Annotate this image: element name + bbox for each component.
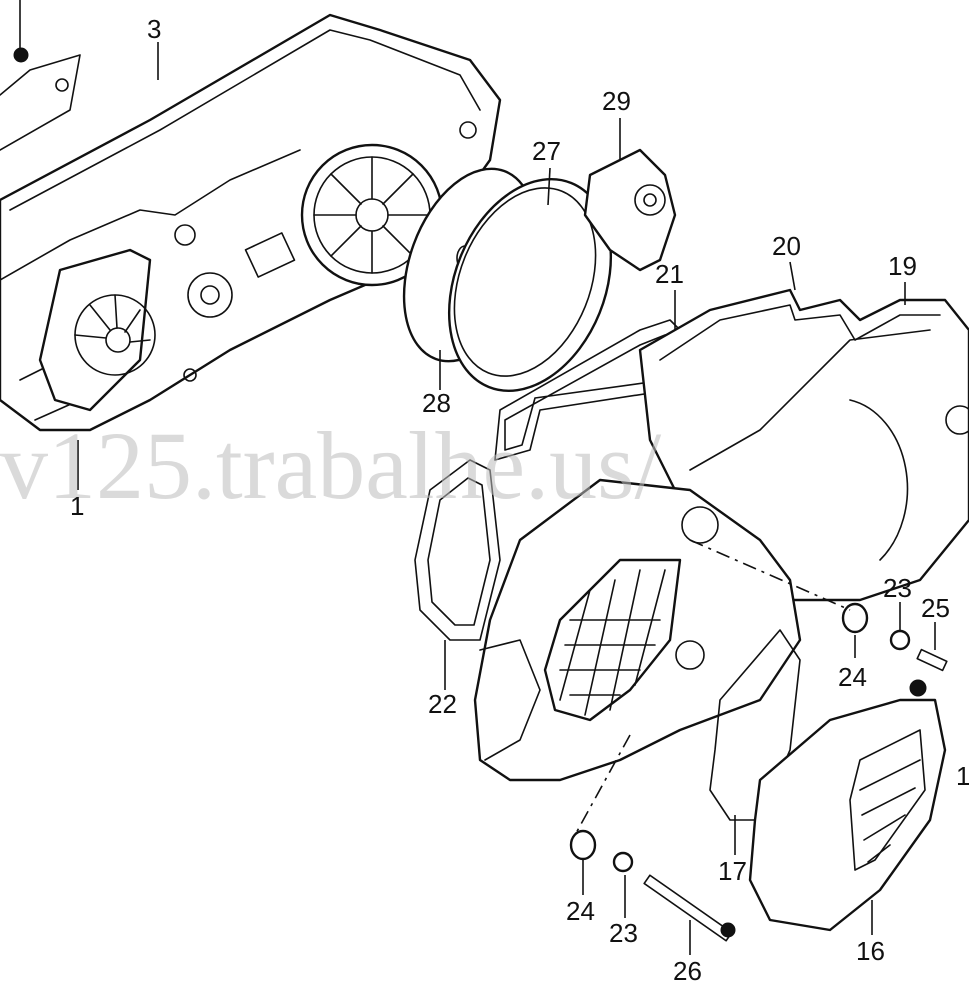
fastener-bolt-part [643,874,736,942]
leader-lines [77,42,936,955]
front-cover-part [748,679,947,932]
collar-part-upper [841,602,948,672]
callout-1: 1 [70,491,84,521]
callout-23-lower: 23 [609,918,638,948]
alignment-line-upper [689,539,851,611]
callout-3: 3 [147,14,161,44]
callout-27: 27 [532,136,561,166]
loop-gasket-part [414,459,501,641]
callout-23-upper: 23 [883,573,912,603]
collar-part-lower [569,829,634,873]
plate-part [583,148,677,272]
callout-16: 16 [856,936,885,966]
callout-17: 17 [718,856,747,886]
callout-25: 25 [921,593,950,623]
alignment-line-lower [574,734,631,836]
callout-22: 22 [428,689,457,719]
callout-1-edge: 1 [956,761,969,791]
callout-21: 21 [655,259,684,289]
callout-20: 20 [772,231,801,261]
callout-19: 19 [888,251,917,281]
watermark: v125.trabalhe.us/ [0,412,662,519]
callout-24-lower: 24 [566,896,595,926]
callout-28: 28 [422,388,451,418]
callout-29: 29 [602,86,631,116]
crankcase-cover-part [0,0,502,432]
callout-24-upper: 24 [838,662,867,692]
callout-26: 26 [673,956,702,986]
filter-cover-part [447,178,613,392]
